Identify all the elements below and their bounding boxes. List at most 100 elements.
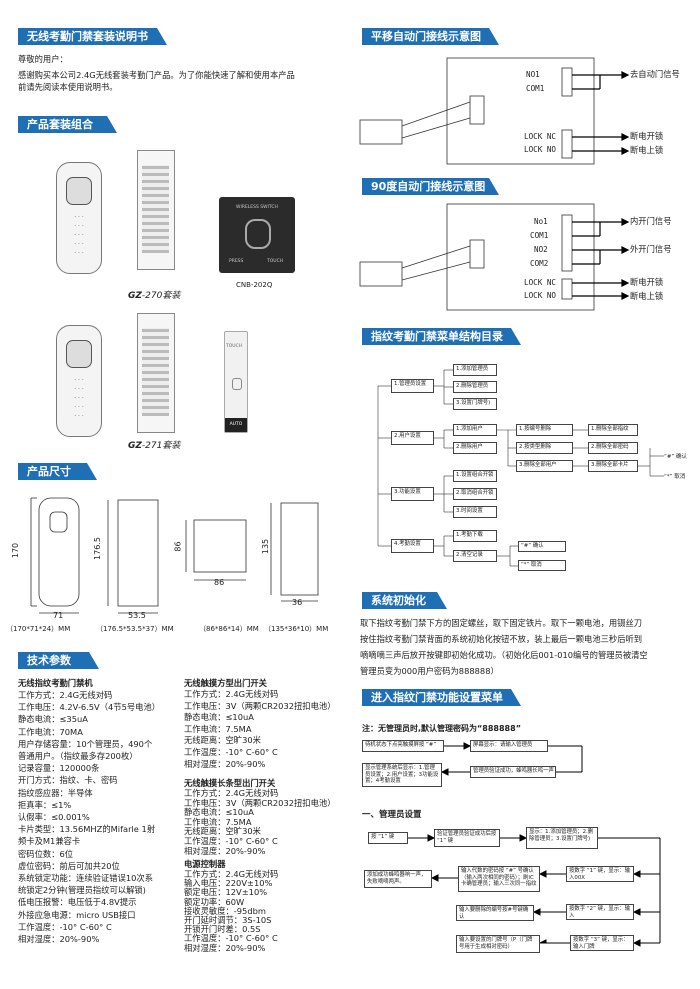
menu-cancel: “*” 取消 bbox=[664, 474, 686, 480]
intro-line-1: 感谢购买本公司2.4G无线套装考勤门产品。为了你能快速了解和使用本产品 bbox=[18, 70, 295, 80]
flow-press-1-input: 按数字 “1” 键，显示：输入00X bbox=[566, 866, 634, 882]
spec-line: 静态电流：≤35uA bbox=[18, 714, 88, 725]
spec-line: 外接应急电源：micro USB接口 bbox=[18, 909, 136, 920]
power-controller-device bbox=[137, 150, 175, 270]
spec-list-2: 工作方式：2.4G无线对码工作电压：3V（两颗CR2032扭扣电池）静态电流：≤… bbox=[184, 689, 336, 770]
menu-confirm: “#” 确认 bbox=[664, 454, 688, 460]
menu-add-admin: 1.添加管理员 bbox=[453, 364, 497, 376]
spec-line: 用户存储容量：10个管理员，490个 bbox=[18, 738, 153, 749]
gz271-label: GZ-271套装 bbox=[128, 438, 180, 451]
dim-71: 71 bbox=[53, 611, 64, 620]
menu-function-settings: 3.功能设置 bbox=[391, 487, 434, 501]
menu-cancel-combo-unlock: 2.取消组合开锁 bbox=[453, 488, 497, 500]
spec-line: 额定电压：12V±10% bbox=[184, 887, 268, 898]
spec-line: 开门方式：指纹、卡、密码 bbox=[18, 775, 118, 786]
fingerprint-icon bbox=[245, 219, 271, 249]
circuit-board-icon bbox=[142, 165, 169, 253]
slide-power-on: 断电上锁 bbox=[630, 145, 664, 155]
menu-structure-title: 指纹考勤门禁菜单结构目录 bbox=[362, 328, 521, 345]
slide-lock-no: LOCK NO bbox=[524, 145, 557, 154]
spec-line: 工作温度：-10° C-60° C bbox=[184, 933, 278, 944]
spec-line: 工作电压：4.2V-6.5V（4节5号电池） bbox=[18, 702, 161, 713]
init-title: 系统初始化 bbox=[362, 592, 447, 609]
menu-delete-all-fingerprints: 1.删除全部指纹 bbox=[588, 424, 638, 436]
combo-title: 产品套装组合 bbox=[18, 116, 117, 133]
spec-line: 工作方式：2.4G无线对码 bbox=[184, 788, 279, 798]
spec-line: 相对湿度：20%-90% bbox=[184, 758, 266, 769]
menu-user-settings: 2.用户设置 bbox=[391, 431, 434, 445]
spec-line: 普通用户。（指纹最多存200枚） bbox=[18, 751, 138, 762]
menu-clear-records: 2.清空记录 bbox=[453, 550, 497, 562]
flow-delete-id: 输入要删除的编号按#号键确认 bbox=[456, 905, 534, 921]
gz270-label: GZ-270套装 bbox=[128, 288, 180, 301]
press-text: PRESS bbox=[229, 259, 244, 264]
spec-title: 技术参数 bbox=[18, 652, 99, 669]
gz271-label-text: -271套装 bbox=[141, 441, 181, 451]
dim-caption-2: （176.5*53.5*37）MM bbox=[96, 625, 174, 633]
spec-line: 工作电流：7.5MA bbox=[184, 816, 252, 827]
swing-com1: COM1 bbox=[530, 231, 549, 240]
dim-53: 53.5 bbox=[128, 611, 146, 620]
size-title: 产品尺寸 bbox=[18, 463, 97, 480]
spec-line: 相对湿度：20%-90% bbox=[184, 845, 266, 856]
menu-delete-user: 2.删除用户 bbox=[453, 442, 497, 454]
slide-power-off: 断电开锁 bbox=[630, 131, 664, 141]
long-switch-outline bbox=[280, 502, 319, 596]
hand-icon bbox=[232, 378, 242, 390]
spec-line: 指纹感应器：半导体 bbox=[18, 787, 93, 798]
fingerprint-lock-device: · · ·· · ·· · ·· · ·· · · bbox=[56, 162, 102, 274]
menu-time-settings: 3.时间设置 bbox=[453, 506, 497, 518]
swing-lock-block bbox=[359, 261, 403, 287]
slide-door-title: 平移自动门接线示意图 bbox=[362, 28, 499, 45]
menu-delete-all-cards: 3.删除全部卡片 bbox=[588, 460, 638, 472]
gz-logo: GZ bbox=[128, 291, 142, 301]
gz-logo-2: GZ bbox=[128, 441, 142, 451]
menu-delete-by-id: 1.按编号删除 bbox=[516, 424, 573, 436]
dim-caption-4: （135*36*10）MM bbox=[264, 625, 329, 633]
menu-add-user: 1.添加用户 bbox=[453, 424, 497, 436]
swing-terminal-lock bbox=[561, 278, 573, 300]
spec-line: 频卡及M1兼容卡 bbox=[18, 836, 81, 847]
enter-menu-title: 进入指纹门禁功能设置菜单 bbox=[362, 689, 521, 706]
spec-list-3: 工作方式：2.4G无线对码工作电压：3V（两颗CR2032扭扣电池）静态电流：≤… bbox=[184, 788, 336, 856]
flow-press-2: 按数字 “2” 键，显示：输入 bbox=[566, 904, 634, 920]
fingerprint-lock-device-2: · · ·· · ·· · ·· · ·· · · bbox=[56, 325, 102, 437]
swing-lock-no: LOCK NO bbox=[524, 291, 557, 300]
swing-in-signal: 内开门信号 bbox=[630, 216, 672, 226]
spec-line: 管理员变为000用户密码为888888） bbox=[360, 666, 499, 676]
flow-verify-admin: 验证管理员验证成功后按 “1” 键 bbox=[434, 829, 500, 847]
spec-list-4: 工作方式：2.4G无线对码输入电压：220V±10%额定电压：12V±10%额定… bbox=[184, 869, 279, 953]
controller-outline bbox=[117, 499, 159, 607]
menu-attendance-confirm: “#” 确认 bbox=[518, 541, 566, 552]
dim-caption-3: （86*86*14）MM bbox=[199, 625, 259, 633]
spec-line: 系统锁定功能：连续验证错误10次系 bbox=[18, 873, 154, 884]
spec-line: 相对湿度：20%-90% bbox=[18, 934, 100, 945]
spec-line: 无线距离：空旷30米 bbox=[184, 826, 261, 837]
spec-line: 工作方式：2.4G无线对码 bbox=[184, 869, 279, 879]
spec-line: 接收灵敏度：-95dbm bbox=[184, 905, 266, 916]
swing-lock-nc: LOCK NC bbox=[524, 278, 557, 287]
flow-admin-verified: 管理员验证成功，蜂鸣器长鸣一声 bbox=[470, 766, 556, 778]
spec-line: 工作温度：-10° C-60° C bbox=[184, 835, 278, 846]
spec-line: 输入电压：220V±10% bbox=[184, 878, 273, 889]
menu-attendance-settings: 4.考勤设置 bbox=[391, 539, 434, 553]
spec-head-4: 电源控制器 bbox=[184, 859, 226, 869]
slide-com1: COM1 bbox=[526, 84, 545, 93]
spec-line: 工作电压：3V（两颗CR2032扭扣电池） bbox=[184, 797, 336, 808]
swing-terminal-sig bbox=[561, 214, 573, 272]
spec-line: 工作方式：2.4G无线对码 bbox=[18, 690, 113, 700]
swing-com2: COM2 bbox=[530, 259, 549, 268]
spec-list-1: 工作方式：2.4G无线对码工作电压：4.2V-6.5V（4节5号电池）静态电流：… bbox=[18, 689, 160, 945]
spec-head-1: 无线指纹考勤门禁机 bbox=[18, 678, 93, 688]
dim-36: 36 bbox=[292, 598, 303, 607]
spec-line: 开门延时调节：3S-10S bbox=[184, 915, 272, 926]
cnb-label: CNB-202Q bbox=[236, 281, 273, 289]
menu-delete-all-passwords: 2.删除全部密码 bbox=[588, 442, 638, 454]
spec-line: 工作温度：-10° C-60° C bbox=[18, 921, 112, 932]
spec-line: 嘀嘀嘀三声后放开按键即初始化成功。（初始化后001-010编号的管理员被清空 bbox=[360, 650, 648, 660]
square-exit-switch: WIRELESS SWITCH PRESS TOUCH bbox=[219, 197, 295, 273]
spec-line: 统锁定2分钟(管理员指纹可以解锁) bbox=[18, 885, 146, 896]
circuit-board-icon bbox=[142, 328, 169, 416]
swing-power-off: 断电开锁 bbox=[630, 277, 664, 287]
